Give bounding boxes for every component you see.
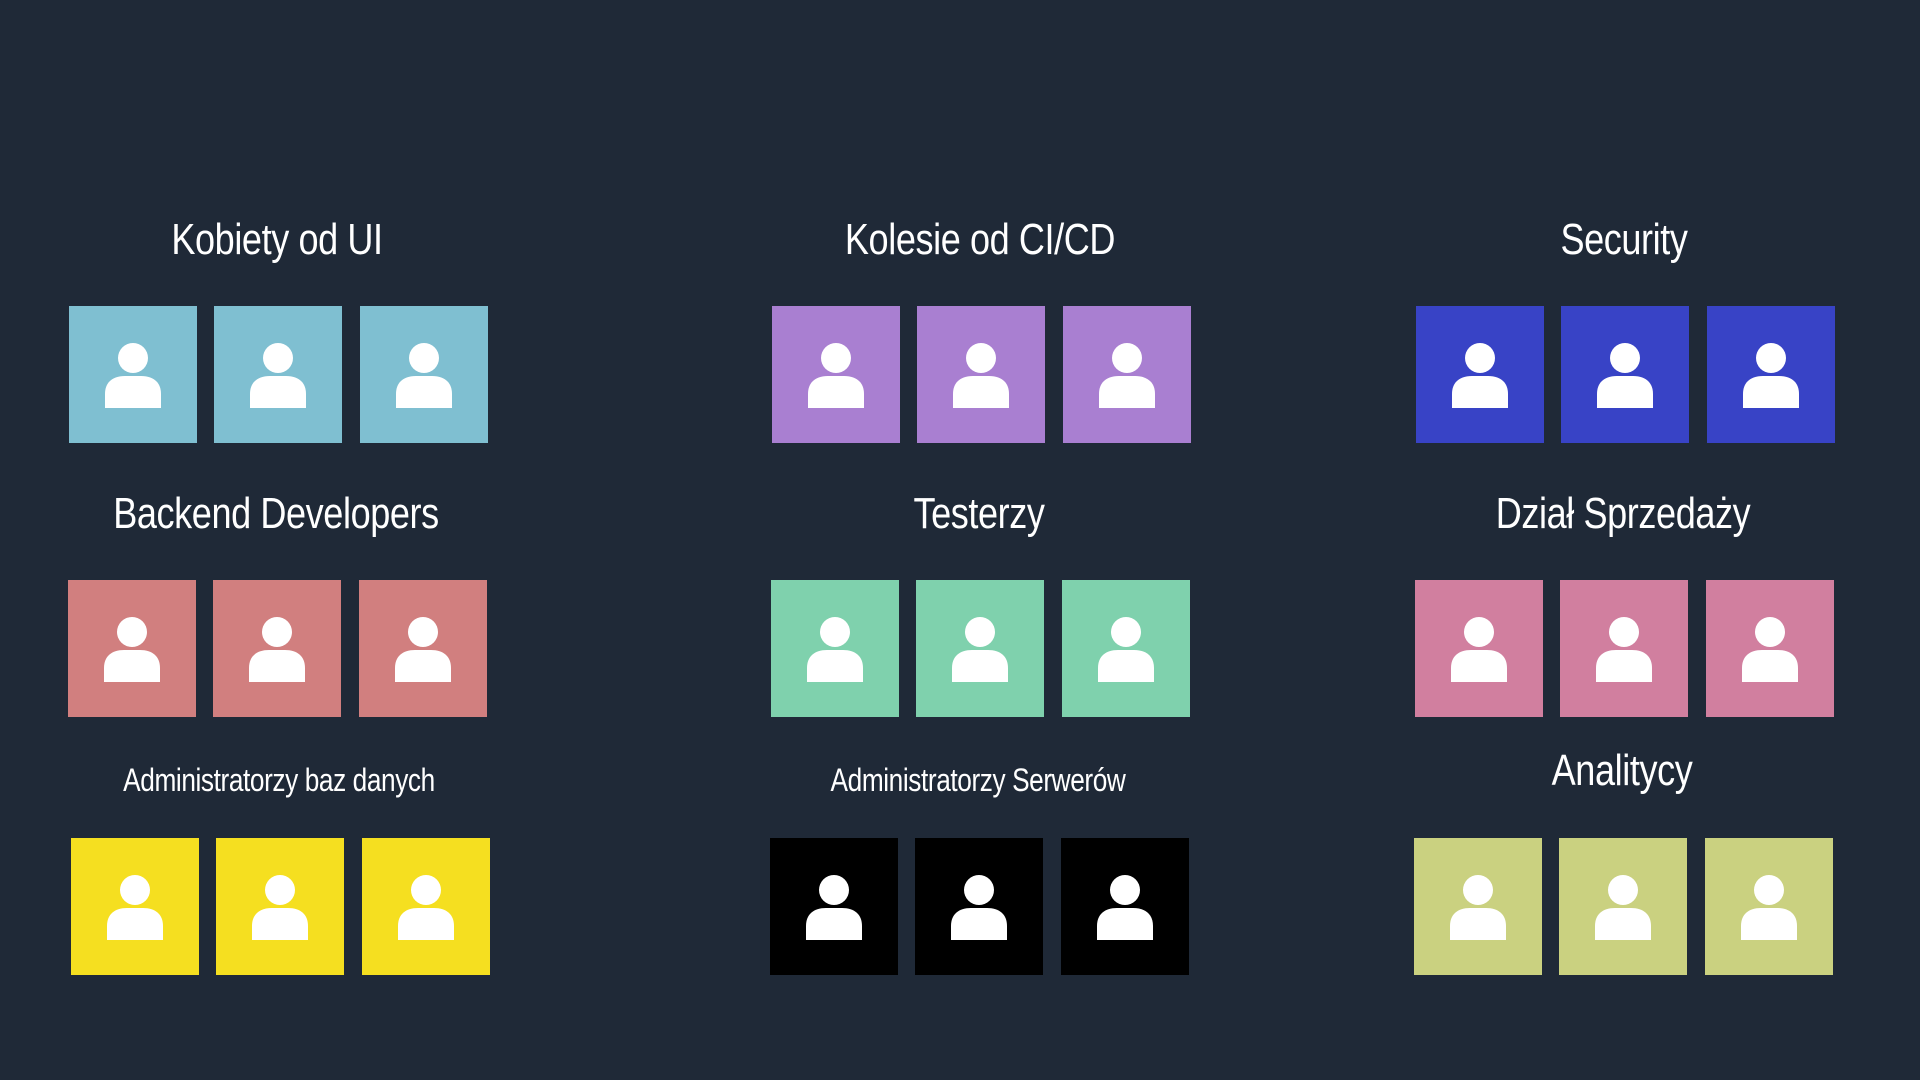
user-icon bbox=[953, 343, 1009, 408]
member-tile bbox=[1707, 306, 1835, 443]
member-tile bbox=[213, 580, 341, 717]
member-tile bbox=[1414, 838, 1542, 975]
member-tile bbox=[1061, 838, 1189, 975]
member-tile bbox=[770, 838, 898, 975]
member-tile bbox=[359, 580, 487, 717]
group-title: Administratorzy baz danych bbox=[123, 762, 435, 798]
user-icon bbox=[105, 343, 161, 408]
group-title: Kobiety od UI bbox=[171, 215, 383, 264]
user-icon bbox=[250, 343, 306, 408]
group-title: Analitycy bbox=[1551, 746, 1693, 795]
user-icon bbox=[1595, 875, 1651, 940]
user-icon bbox=[806, 875, 862, 940]
member-tile bbox=[915, 838, 1043, 975]
user-icon bbox=[951, 875, 1007, 940]
member-tile bbox=[1706, 580, 1834, 717]
member-tile bbox=[68, 580, 196, 717]
member-tile bbox=[916, 580, 1044, 717]
user-icon bbox=[104, 617, 160, 682]
user-icon bbox=[1742, 617, 1798, 682]
user-icon bbox=[395, 617, 451, 682]
user-icon bbox=[398, 875, 454, 940]
user-icon bbox=[808, 343, 864, 408]
group-title: Security bbox=[1560, 215, 1688, 264]
user-icon bbox=[1097, 875, 1153, 940]
user-icon bbox=[249, 617, 305, 682]
user-icon bbox=[1098, 617, 1154, 682]
member-tile bbox=[71, 838, 199, 975]
member-tile bbox=[69, 306, 197, 443]
member-tile bbox=[214, 306, 342, 443]
member-tile bbox=[1705, 838, 1833, 975]
user-icon bbox=[396, 343, 452, 408]
group-title: Kolesie od CI/CD bbox=[844, 215, 1116, 264]
member-tile bbox=[771, 580, 899, 717]
user-icon bbox=[1451, 617, 1507, 682]
member-tile bbox=[1415, 580, 1543, 717]
user-icon bbox=[252, 875, 308, 940]
member-tile bbox=[1560, 580, 1688, 717]
user-icon bbox=[1452, 343, 1508, 408]
group-title: Testerzy bbox=[913, 489, 1045, 538]
user-icon bbox=[1450, 875, 1506, 940]
member-tile bbox=[1416, 306, 1544, 443]
member-tile bbox=[1062, 580, 1190, 717]
user-icon bbox=[807, 617, 863, 682]
member-tile bbox=[216, 838, 344, 975]
member-tile bbox=[360, 306, 488, 443]
member-tile bbox=[1559, 838, 1687, 975]
user-icon bbox=[107, 875, 163, 940]
member-tile bbox=[1063, 306, 1191, 443]
user-icon bbox=[1597, 343, 1653, 408]
user-icon bbox=[1743, 343, 1799, 408]
member-tile bbox=[1561, 306, 1689, 443]
group-title: Administratorzy Serwerów bbox=[830, 762, 1126, 798]
group-title: Dział Sprzedaży bbox=[1495, 489, 1751, 538]
member-tile bbox=[362, 838, 490, 975]
user-icon bbox=[952, 617, 1008, 682]
user-icon bbox=[1741, 875, 1797, 940]
user-icon bbox=[1099, 343, 1155, 408]
user-icon bbox=[1596, 617, 1652, 682]
member-tile bbox=[772, 306, 900, 443]
member-tile bbox=[917, 306, 1045, 443]
group-title: Backend Developers bbox=[113, 489, 439, 538]
